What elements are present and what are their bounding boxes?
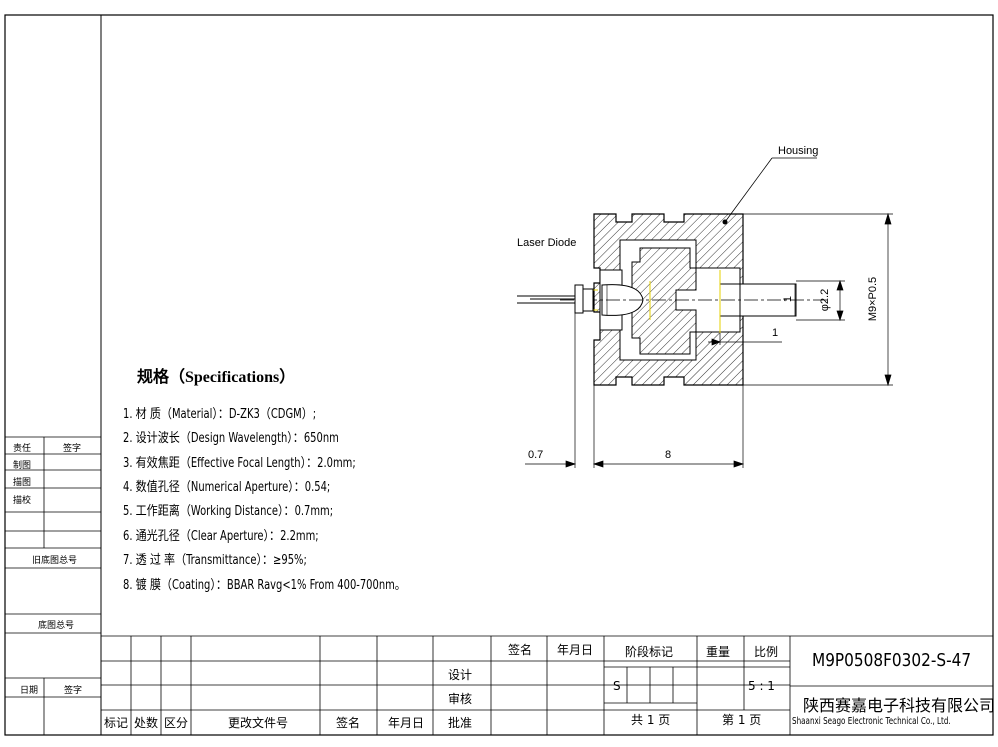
signature-label-2: 签字: [64, 685, 83, 695]
title-block-grid: [101, 635, 993, 735]
outer-frame: [4, 14, 994, 736]
housing-label: Housing: [778, 145, 819, 157]
gap-dimension: 0.7: [528, 449, 544, 461]
approve-label: 批准: [448, 716, 473, 730]
date-label: 日期: [20, 685, 39, 695]
scale-value: 5 : 1: [748, 679, 775, 693]
length-dimension: 8: [665, 449, 672, 461]
laser-diode: [517, 284, 594, 314]
stage-mark-label: 阶段标记: [625, 645, 674, 659]
lens-housing-drawing: [517, 157, 893, 468]
spec-item: 4. 数值孔径（Numerical Aperture）：0.54;: [123, 480, 331, 495]
thread-dimension: M9×P0.5: [867, 276, 880, 322]
date-column-header: 年月日: [557, 643, 594, 657]
left-block-grid: [5, 436, 101, 735]
sign-column-header: 签名: [508, 643, 533, 657]
weight-label: 重量: [706, 645, 731, 659]
spec-item: 6. 通光孔径（Clear Aperture）：2.2mm;: [123, 529, 319, 544]
rev-mark-label: 标记: [104, 716, 129, 730]
zone-label: 区分: [164, 716, 189, 730]
spec-item: 1. 材 质（Material）：D-ZK3（CDGM）;: [123, 407, 317, 422]
housing-leader: [724, 157, 773, 223]
spec-item: 8. 镀 膜（Coating）：BBAR Ravg<1% From 400-70…: [123, 578, 406, 593]
old-total-label: 旧底图总号: [32, 555, 78, 565]
scale-label: 比例: [754, 645, 779, 659]
spec-title: 规格（Specifications）: [137, 369, 296, 386]
spec-item: 5. 工作距离（Working Distance）：0.7mm;: [123, 504, 334, 519]
spec-item: 7. 透 过 率（Transmittance）：≥95%;: [123, 553, 307, 568]
highlight-outline: [592, 270, 721, 333]
spec-item: 3. 有效焦距（Effective Focal Length）：2.0mm;: [123, 456, 356, 471]
company-name-en: Shaanxi Seago Electronic Technical Co., …: [792, 716, 951, 727]
small-dimension: 1: [772, 327, 779, 339]
total-pages: 共 1 页: [631, 713, 671, 727]
checked-label: 描校: [13, 495, 32, 505]
laser-diode-label: Laser Diode: [517, 237, 577, 249]
bore-dimension: 1: [782, 295, 795, 303]
change-doc-label: 更改文件号: [228, 716, 289, 730]
signature-label: 签字: [63, 443, 82, 453]
spec-item: 2. 设计波长（Design Wavelength）：650nm: [123, 431, 339, 446]
design-label: 设计: [448, 668, 473, 682]
stage-value: S: [613, 679, 621, 693]
company-name-cn: 陕西赛嘉电子科技有限公司: [803, 696, 996, 715]
date-label-bottom: 年月日: [388, 716, 425, 730]
review-label: 审核: [448, 692, 473, 706]
responsible-label: 责任: [13, 443, 32, 453]
dimension-lines: [525, 212, 893, 468]
diameter-dimension: φ2.2: [819, 288, 832, 312]
sign-label: 签名: [336, 716, 361, 730]
rev-count-label: 处数: [134, 716, 159, 730]
inner-sleeve: [631, 247, 697, 355]
traced-label: 描图: [13, 477, 32, 487]
base-total-label: 底图总号: [38, 620, 75, 630]
drawn-label: 制图: [13, 460, 32, 470]
page-number: 第 1 页: [722, 713, 762, 727]
drawing-number: M9P0508F0302-S-47: [812, 650, 972, 671]
